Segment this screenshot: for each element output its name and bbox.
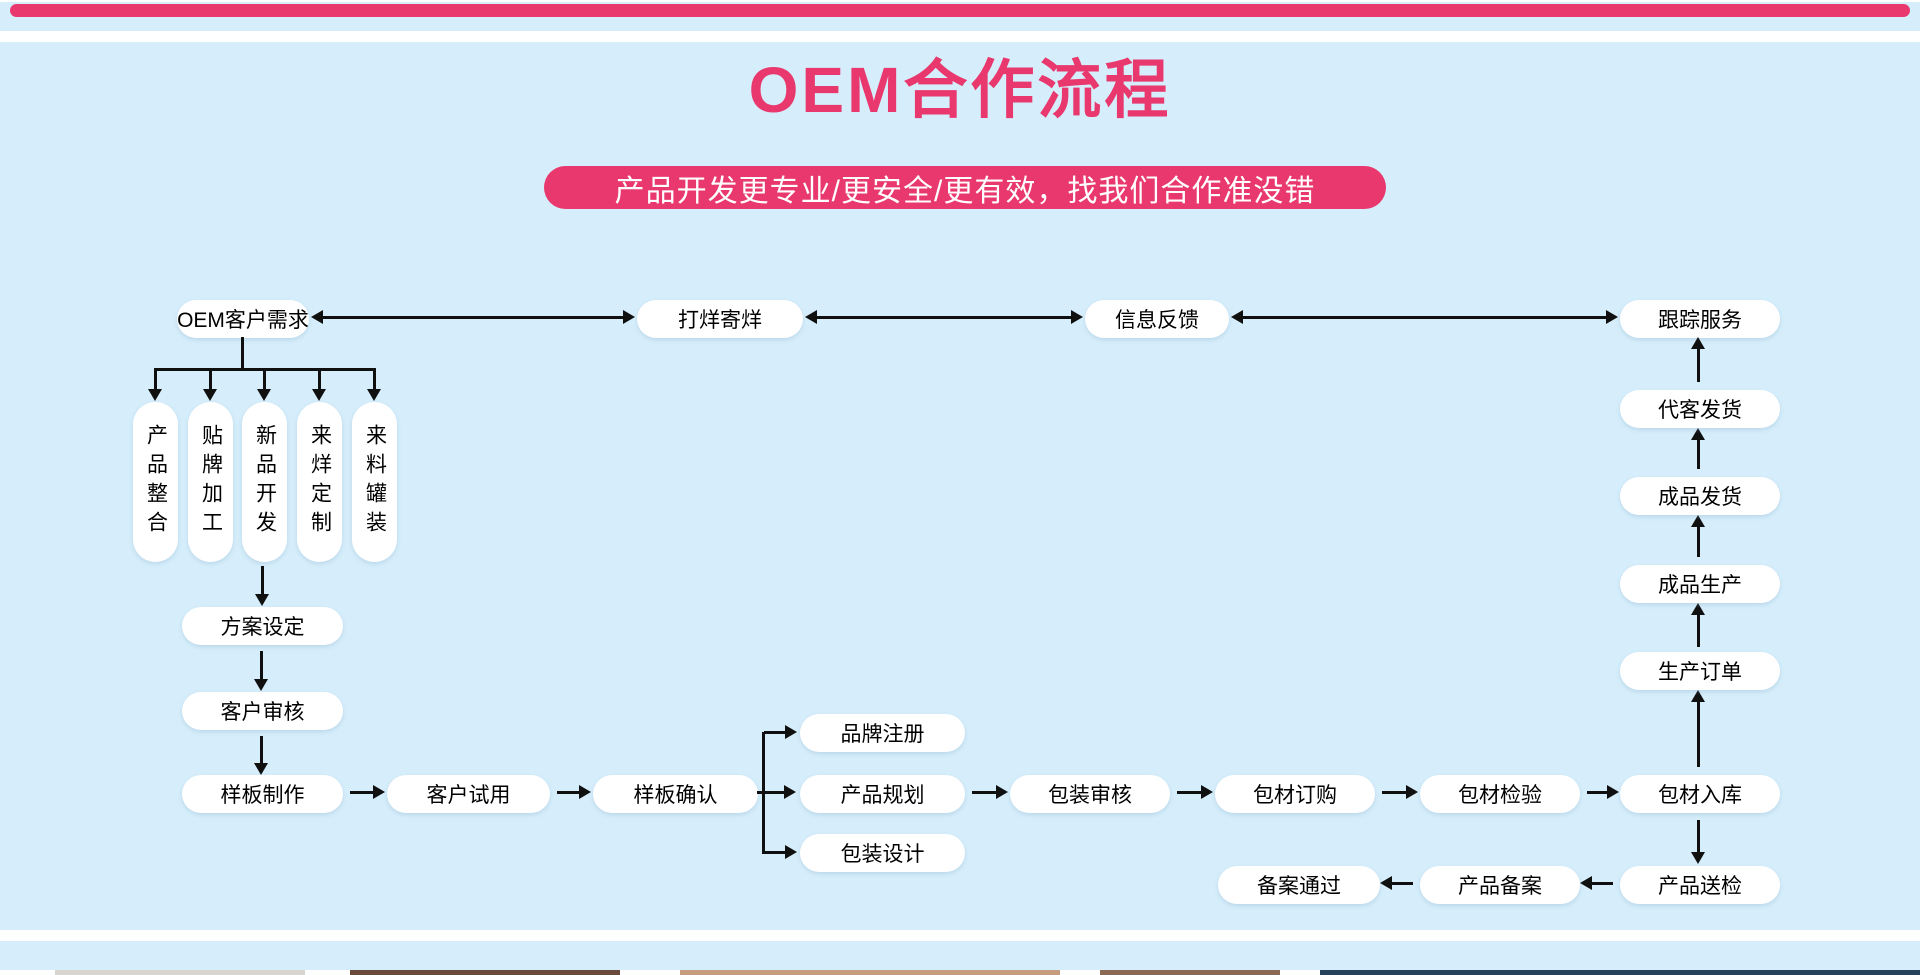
node-product-filing: 产品备案 bbox=[1420, 866, 1580, 904]
subtitle-banner: 产品开发更专业/更安全/更有效，找我们合作准没错 bbox=[544, 166, 1386, 209]
node-filing-approved: 备案通过 bbox=[1218, 866, 1380, 904]
photo-fragment bbox=[1320, 970, 1920, 975]
node-material-inspection: 包材检验 bbox=[1420, 775, 1580, 813]
arrow-right bbox=[557, 785, 591, 799]
arrow-up bbox=[1691, 603, 1705, 647]
node-oem-customer-demand: OEM客户需求 bbox=[177, 300, 309, 338]
node-customer-trial: 客户试用 bbox=[387, 775, 550, 813]
node-material-warehousing: 包材入库 bbox=[1620, 775, 1780, 813]
photo-fragment bbox=[350, 970, 620, 975]
node-material-ordering: 包材订购 bbox=[1215, 775, 1375, 813]
arrow-right bbox=[764, 725, 797, 739]
arrow-double-horizontal bbox=[805, 310, 1083, 324]
arrow-right bbox=[350, 785, 385, 799]
node-sample-making: 样板制作 bbox=[182, 775, 343, 813]
node-production-order: 生产订单 bbox=[1620, 652, 1780, 690]
node-info-feedback: 信息反馈 bbox=[1085, 300, 1229, 338]
photo-fragment bbox=[680, 970, 1060, 975]
arrow-left bbox=[1580, 876, 1613, 890]
node-custom-by-sample: 来烊定制 bbox=[297, 402, 342, 562]
arrow-down bbox=[367, 369, 381, 401]
arrow-down bbox=[255, 566, 269, 606]
node-product-planning: 产品规划 bbox=[800, 775, 965, 813]
node-product-integration: 产品整合 bbox=[133, 402, 178, 562]
node-packaging-design: 包装设计 bbox=[800, 834, 965, 872]
arrow-up bbox=[1691, 337, 1705, 382]
arrow-double-horizontal bbox=[1231, 310, 1618, 324]
arrow-double-horizontal bbox=[311, 310, 635, 324]
node-packaging-review: 包装审核 bbox=[1010, 775, 1170, 813]
connector-line bbox=[241, 337, 244, 370]
arrow-up bbox=[1691, 515, 1705, 557]
node-filling-with-supplied-material: 来料罐装 bbox=[352, 402, 397, 562]
node-product-submission-inspection: 产品送检 bbox=[1620, 866, 1780, 904]
arrow-down bbox=[257, 369, 271, 401]
arrow-right bbox=[1177, 785, 1213, 799]
node-finished-goods-shipping: 成品发货 bbox=[1620, 477, 1780, 515]
node-plan-setting: 方案设定 bbox=[182, 607, 343, 645]
arrow-right bbox=[1382, 785, 1418, 799]
arrow-down bbox=[203, 369, 217, 401]
arrow-left bbox=[1380, 876, 1413, 890]
arrow-down bbox=[148, 369, 162, 401]
arrow-up bbox=[1691, 690, 1705, 767]
arrow-up bbox=[1691, 428, 1705, 469]
arrow-down bbox=[254, 651, 268, 691]
node-customer-review: 客户审核 bbox=[182, 692, 343, 730]
top-accent-bar bbox=[10, 4, 1910, 17]
arrow-right bbox=[757, 785, 796, 799]
node-tracking-service: 跟踪服务 bbox=[1620, 300, 1780, 338]
photo-fragment bbox=[1100, 970, 1280, 975]
node-new-product-development: 新品开发 bbox=[242, 402, 287, 562]
photo-fragment bbox=[55, 970, 305, 975]
node-private-label-processing: 贴牌加工 bbox=[188, 402, 233, 562]
arrow-right bbox=[972, 785, 1008, 799]
arrow-down bbox=[254, 736, 268, 775]
arrow-right bbox=[1587, 785, 1619, 799]
bottom-divider-band bbox=[0, 941, 1920, 970]
node-sample-mailing: 打烊寄烊 bbox=[637, 300, 803, 338]
page-title: OEM合作流程 bbox=[748, 54, 1172, 126]
node-dropshipping: 代客发货 bbox=[1620, 390, 1780, 428]
arrow-down bbox=[312, 369, 326, 401]
node-brand-registration: 品牌注册 bbox=[800, 714, 965, 752]
node-sample-confirmation: 样板确认 bbox=[593, 775, 758, 813]
arrow-right bbox=[764, 845, 797, 859]
node-finished-goods-production: 成品生产 bbox=[1620, 565, 1780, 603]
arrow-down bbox=[1691, 820, 1705, 864]
